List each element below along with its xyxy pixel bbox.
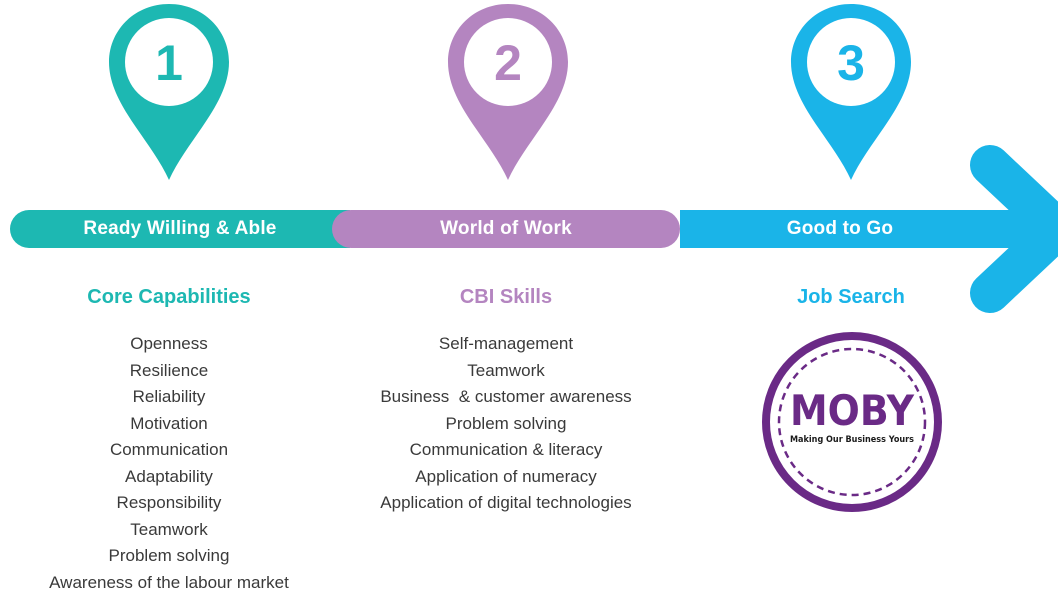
list-item: Responsibility <box>0 490 338 517</box>
job-search-column: Job Search <box>762 286 940 331</box>
list-item: Self-management <box>336 331 676 358</box>
list-item: Awareness of the labour market <box>0 570 338 596</box>
stage-1-pin: 1 <box>107 0 231 184</box>
list-item: Motivation <box>0 411 338 438</box>
stage-3-pin: 3 <box>789 0 913 184</box>
stage-3-bar-label: Good to Go <box>787 218 893 240</box>
core-capabilities-column: Core Capabilities Openness Resilience Re… <box>0 286 338 596</box>
stage-2-number: 2 <box>494 35 522 91</box>
list-item: Application of numeracy <box>336 464 676 491</box>
list-item: Teamwork <box>0 517 338 544</box>
stage-2-bar: World of Work <box>332 210 680 248</box>
list-item: Communication & literacy <box>336 437 676 464</box>
stage-1-number: 1 <box>155 35 183 91</box>
job-search-heading: Job Search <box>762 286 940 309</box>
cbi-skills-heading: CBI Skills <box>336 286 676 309</box>
stage-2-pin: 2 <box>446 0 570 184</box>
list-item: Problem solving <box>0 543 338 570</box>
list-item: Teamwork <box>336 358 676 385</box>
moby-logo-tagline: Making Our Business Yours <box>790 435 914 445</box>
cbi-skills-column: CBI Skills Self-management Teamwork Busi… <box>336 286 676 517</box>
cbi-skills-list: Self-management Teamwork Business & cust… <box>336 331 676 517</box>
list-item: Adaptability <box>0 464 338 491</box>
moby-logo: MOBY Making Our Business Yours <box>761 331 943 513</box>
list-item: Problem solving <box>336 411 676 438</box>
core-capabilities-list: Openness Resilience Reliability Motivati… <box>0 331 338 596</box>
moby-logo-name: MOBY <box>790 386 915 435</box>
stage-1-bar: Ready Willing & Able <box>10 210 350 248</box>
stage-2-bar-label: World of Work <box>440 218 572 240</box>
list-item: Communication <box>0 437 338 464</box>
list-item: Reliability <box>0 384 338 411</box>
stage-3-bar: Good to Go <box>680 210 1000 248</box>
list-item: Business & customer awareness <box>336 384 676 411</box>
stage-3-number: 3 <box>837 35 865 91</box>
list-item: Application of digital technologies <box>336 490 676 517</box>
stage-1-bar-label: Ready Willing & Able <box>83 218 276 240</box>
core-capabilities-heading: Core Capabilities <box>0 286 338 309</box>
list-item: Openness <box>0 331 338 358</box>
list-item: Resilience <box>0 358 338 385</box>
